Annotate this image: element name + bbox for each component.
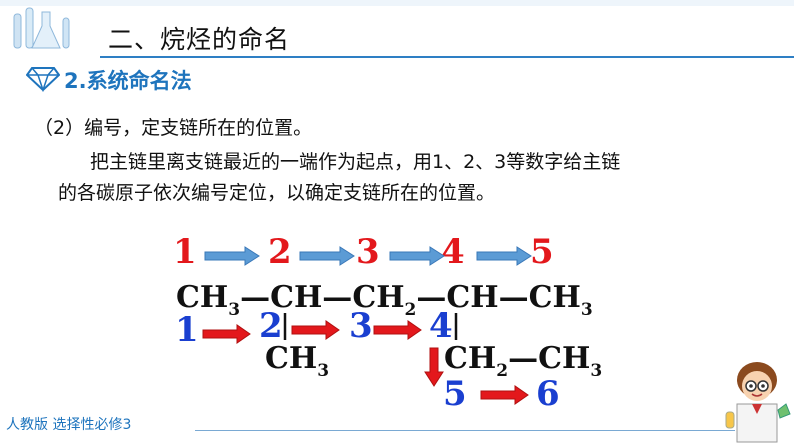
bottom-arrow-3: [373, 320, 422, 340]
page-title: 二、烷烃的命名: [108, 25, 291, 54]
branch-methyl: CH3: [265, 341, 330, 381]
footer-text: 人教版 选择性必修3: [6, 417, 132, 433]
branch-arrow-right: [480, 385, 529, 405]
explanation-line-2: 的各碳原子依次编号定位，以确定支链所在的位置。: [58, 182, 496, 204]
top-band: [0, 0, 794, 6]
scientist-kid-icon: [725, 362, 791, 443]
main-chain-ch-2: —CH—: [240, 280, 353, 315]
top-number-3: 3: [356, 232, 380, 272]
main-chain-ch3-right: CH: [528, 280, 581, 315]
top-number-1: 1: [173, 232, 197, 272]
branch-number-5: 5: [443, 374, 467, 414]
branch-ethyl: CH2—CH3: [444, 341, 603, 381]
bottom-number-1: 1: [175, 310, 199, 350]
top-number-4: 4: [441, 232, 465, 272]
lab-glassware-icon: [13, 7, 70, 49]
top-arrow-1: [204, 246, 260, 266]
main-chain-ch-4: —CH—: [416, 280, 529, 315]
main-chain-ch2: CH: [352, 280, 405, 315]
main-chain-formula: CH3—CH—CH2—CH—CH3: [176, 280, 593, 320]
main-chain-ch3-left: CH: [176, 280, 229, 315]
title-underline: [100, 56, 794, 58]
bottom-number-2: 2: [259, 306, 283, 346]
footer-line: [195, 430, 735, 431]
top-number-5: 5: [530, 232, 554, 272]
top-arrow-3: [389, 246, 445, 266]
top-arrow-4: [476, 246, 532, 266]
top-arrow-2: [299, 246, 355, 266]
top-number-2: 2: [268, 232, 292, 272]
explanation-line-1: 把主链里离支链最近的一端作为起点，用1、2、3等数字给主链: [90, 151, 621, 173]
step-heading: （2）编号，定支链所在的位置。: [34, 117, 313, 139]
diamond-icon: [26, 67, 60, 92]
branch-arrow-down: [424, 347, 444, 387]
section-subtitle: 2.系统命名法: [64, 69, 192, 93]
bottom-arrow-2: [291, 320, 340, 340]
branch-number-6: 6: [536, 374, 560, 414]
bottom-arrow-1: [202, 324, 251, 344]
bottom-number-3: 3: [349, 306, 373, 346]
bottom-number-4: 4: [429, 306, 453, 346]
